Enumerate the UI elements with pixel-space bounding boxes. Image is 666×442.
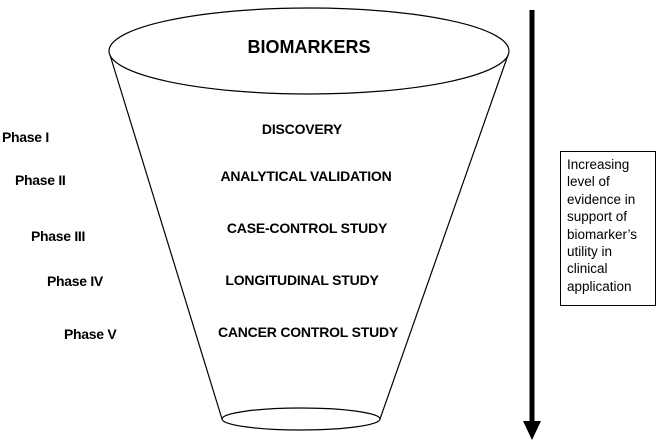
funnel-left-edge bbox=[109, 54, 223, 420]
phase-label-1: Phase I bbox=[2, 129, 49, 145]
stage-label-4: LONGITUDINAL STUDY bbox=[225, 272, 379, 288]
evidence-arrow-head bbox=[523, 421, 541, 440]
phase-label-5: Phase V bbox=[64, 326, 117, 342]
phase-label-2: Phase II bbox=[15, 172, 66, 188]
phase-label-4: Phase IV bbox=[47, 273, 103, 289]
phase-label-3: Phase III bbox=[31, 228, 86, 244]
funnel-top-ellipse bbox=[108, 7, 510, 95]
funnel-bottom-ellipse bbox=[221, 407, 381, 431]
stage-label-3: CASE-CONTROL STUDY bbox=[226, 220, 388, 236]
evidence-box: Increasing level of evidence in support … bbox=[560, 151, 656, 306]
funnel-title: BIOMARKERS bbox=[247, 37, 371, 57]
funnel-right-edge bbox=[379, 54, 509, 420]
evidence-text: Increasing level of evidence in support … bbox=[567, 157, 638, 294]
stage-label-5: CANCER CONTROL STUDY bbox=[217, 324, 399, 340]
stage-label-2: ANALYTICAL VALIDATION bbox=[220, 168, 392, 184]
stage-label-1: DISCOVERY bbox=[261, 121, 343, 137]
